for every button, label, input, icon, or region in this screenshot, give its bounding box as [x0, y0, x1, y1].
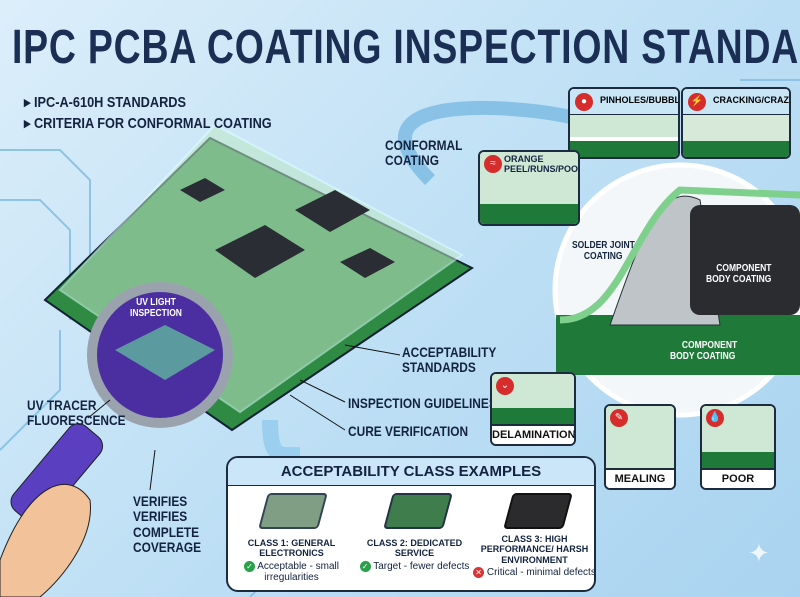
pointer-lines: [87, 344, 401, 491]
label-cure-verification: CURE VERIFICATION: [348, 423, 469, 439]
defect-poor-wetting: POOR WETTING💧: [700, 404, 776, 490]
defect-orange-peel: ORANGE PEEL/RUNS/POOLS≈: [478, 150, 580, 226]
label-inspection-guidelines: INSPECTION GUIDELINES: [348, 395, 497, 411]
bullet-text: CRITERIA FOR CONFORMAL COATING: [33, 115, 272, 132]
class-3: CLASS 3: HIGH PERFORMANCE/ HARSH ENVIRON…: [473, 534, 596, 579]
wave-icon: ≈: [484, 155, 502, 173]
pinhole-icon: ●: [575, 93, 593, 111]
hand: [0, 484, 91, 597]
defect-title: ORANGE PEEL/RUNS/POOLS: [504, 154, 579, 174]
crack-icon: ⚡: [688, 93, 706, 111]
defect-title: PINHOLES/BUBBLES: [570, 89, 678, 115]
flow-arrow: [398, 101, 584, 185]
class-examples-panel: ACCEPTABILITY CLASS EXAMPLES CLASS 1: GE…: [226, 456, 596, 592]
class-1: CLASS 1: GENERAL ELECTRONICS✓ Acceptable…: [230, 538, 353, 584]
droplet-icon: 💧: [706, 409, 724, 427]
class-examples-heading: ACCEPTABILITY CLASS EXAMPLES: [228, 458, 594, 486]
class-2-status: Target - fewer defects: [373, 560, 470, 572]
bullet-item: ▸ CRITERIA FOR CONFORMAL COATING: [24, 115, 272, 132]
bullet-text: IPC-A-610H STANDARDS: [33, 94, 187, 111]
class-1-status: Acceptable - small irregularities: [257, 560, 339, 584]
sparkle-icon: ✦: [748, 538, 770, 568]
class-2: CLASS 2: DEDICATED SERVICE✓ Target - few…: [353, 538, 476, 572]
class-1-chip: [258, 493, 328, 529]
flow-arrow-down: [262, 419, 301, 464]
page-title: IPC PCBA COATING INSPECTION STANDARDS: [12, 21, 800, 74]
check-icon: ✓: [244, 560, 256, 572]
chips: [180, 178, 395, 278]
x-circle-icon: ✕: [473, 567, 485, 579]
defect-pinholes: PINHOLES/BUBBLES●: [568, 87, 680, 159]
peel-icon: ⌄: [496, 377, 514, 395]
uv-pcb-view: [115, 325, 215, 380]
defect-mealing: MEALING✎: [604, 404, 676, 490]
check-icon: ✓: [359, 560, 371, 572]
component-body: [690, 205, 800, 315]
class-2-chip: [383, 493, 453, 529]
bullet-item: ▸ IPC-A-610H STANDARDS: [24, 94, 187, 111]
class-3-chip: [503, 493, 573, 529]
defect-cracking: CRACKING/CRAZING⚡: [681, 87, 791, 159]
defect-delamination: DELAMINATION⌄: [490, 372, 576, 446]
mealing-icon: ✎: [610, 409, 628, 427]
class-3-status: Critical - minimal defects: [486, 567, 596, 579]
coating-outline: [559, 186, 800, 324]
